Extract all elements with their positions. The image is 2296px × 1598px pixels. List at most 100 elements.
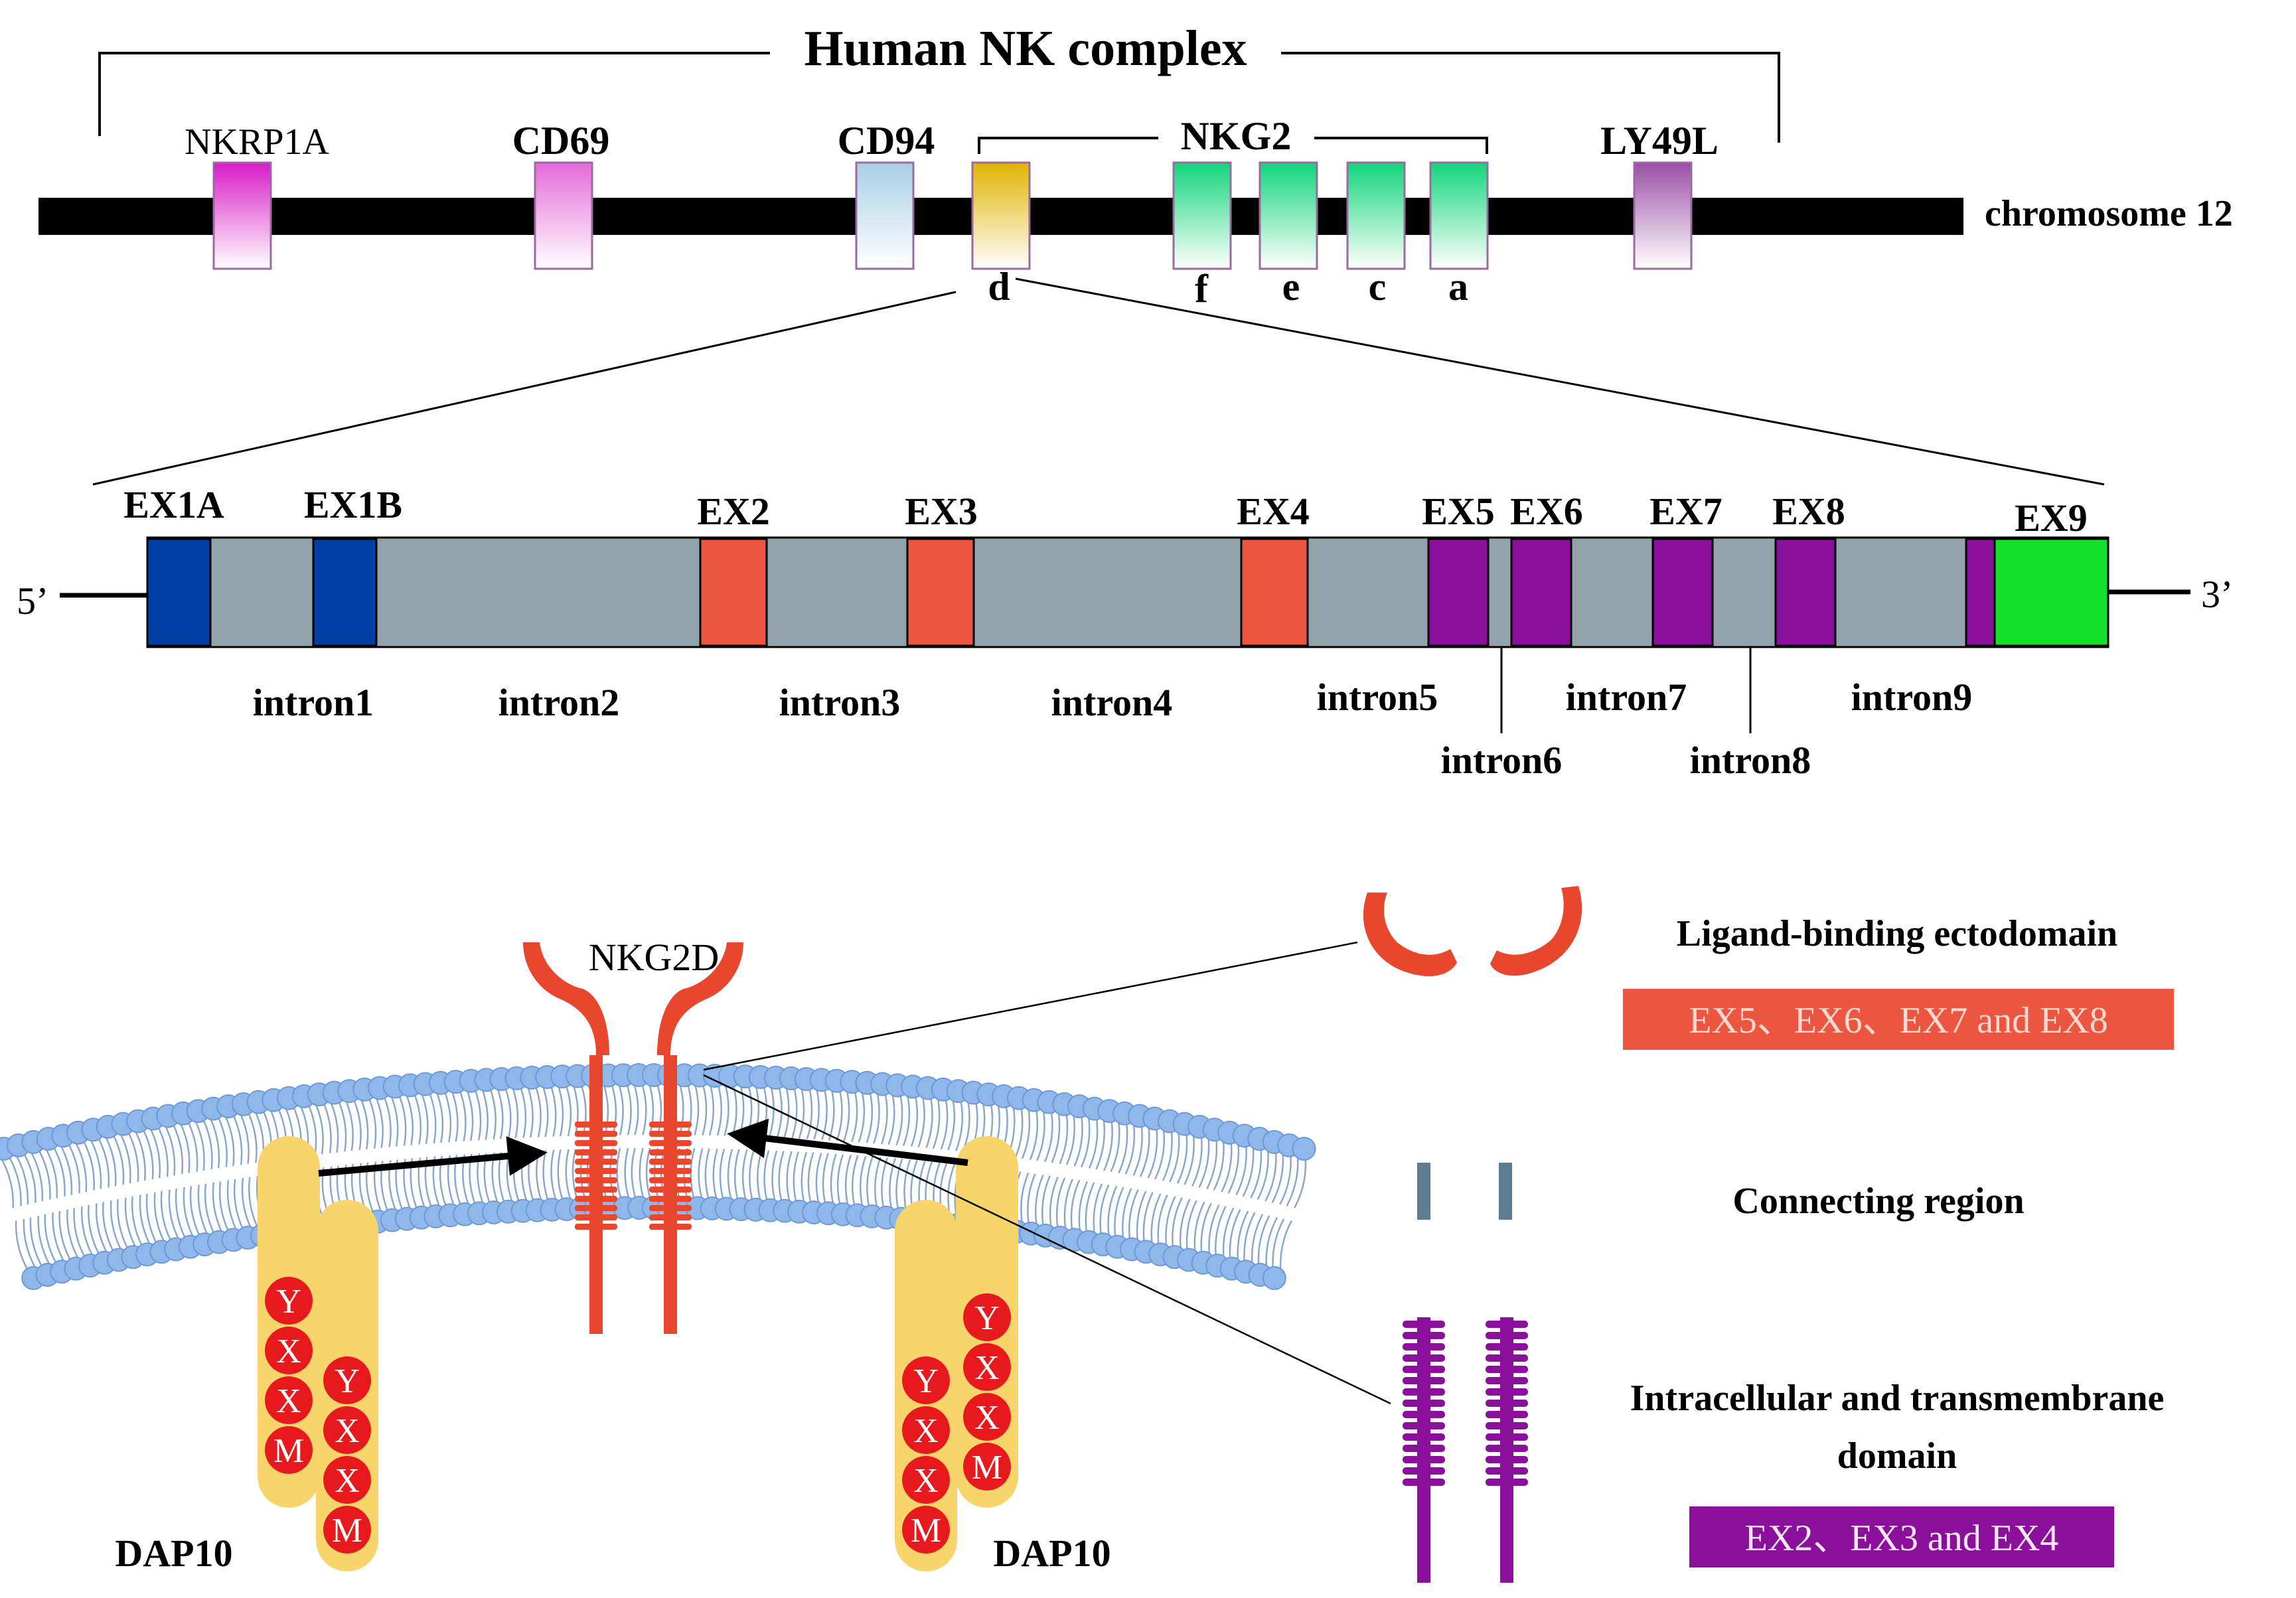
lipid-tail xyxy=(1250,1149,1263,1198)
lipid-tail xyxy=(139,1195,151,1244)
lipid-tail xyxy=(1095,1120,1106,1170)
intron-label-8: intron8 xyxy=(1690,739,1811,782)
lipid-tail xyxy=(90,1140,102,1189)
lipid-tail xyxy=(1103,1122,1113,1171)
exon-box-ex5 xyxy=(1427,538,1490,647)
gene-label-nkrp1a: NKRP1A xyxy=(185,121,329,163)
exon-box-ex7 xyxy=(1651,538,1714,647)
lipid-tail xyxy=(1,1159,15,1208)
lipid-tail xyxy=(1139,1128,1150,1177)
lipid-tail xyxy=(475,1090,482,1141)
motif-letter: X xyxy=(913,1462,939,1500)
intra-exons-box xyxy=(1689,1506,2114,1567)
lipid-tail xyxy=(719,1148,726,1198)
lipid-tail xyxy=(1154,1131,1166,1180)
lipid-tail xyxy=(1059,1115,1069,1165)
lipid-tail xyxy=(616,1147,622,1198)
lipid-tail xyxy=(1041,1175,1051,1225)
lipid-tail xyxy=(1229,1208,1241,1258)
ligand-cup-right xyxy=(1490,886,1582,976)
intron-label-7: intron7 xyxy=(1566,676,1687,719)
lipid-tail xyxy=(376,1098,384,1148)
intra-tm-ring xyxy=(1486,1479,1528,1486)
lipid-tail xyxy=(572,1149,578,1198)
lipid-tail xyxy=(641,1085,647,1135)
intra-tm-ring xyxy=(1486,1377,1528,1384)
lipid-tail xyxy=(955,1102,964,1151)
lipid-tail xyxy=(189,1186,200,1235)
nkg2d-label: NKG2D xyxy=(589,936,720,979)
lipid-tail xyxy=(240,1115,250,1164)
ligand-cup-left xyxy=(1363,893,1457,977)
lipid-tail xyxy=(1073,1117,1083,1167)
intron-label-4: intron4 xyxy=(1051,681,1173,724)
exon-label-ex9: EX9 xyxy=(2015,496,2088,540)
exon-label-ex3: EX3 xyxy=(905,490,978,533)
intra-tm-ring xyxy=(1486,1433,1528,1441)
ligand-binding-icon xyxy=(1363,886,1582,977)
three-prime-label: 3’ xyxy=(2201,573,2233,616)
lipid-tail xyxy=(331,1103,339,1153)
lipid-tail xyxy=(631,1147,637,1198)
nk-complex-title: Human NK complex xyxy=(804,21,1247,76)
lipid-head xyxy=(1292,1136,1316,1161)
lipid-tail xyxy=(248,1177,258,1226)
lipid-tail xyxy=(889,1158,897,1208)
exon-box-ex1b xyxy=(312,538,378,647)
intra-title-line1: Intracellular and transmembrane xyxy=(1630,1378,2165,1419)
lipid-tail xyxy=(16,1156,29,1205)
lipid-tail xyxy=(843,1092,850,1141)
lipid-tail xyxy=(1176,1135,1188,1184)
nkg2d-tail xyxy=(664,1122,677,1334)
lipid-tail xyxy=(143,1130,154,1180)
lipid-tail xyxy=(698,1148,704,1198)
lipid-tail xyxy=(1136,1191,1147,1240)
lipid-tail xyxy=(98,1139,110,1188)
lipid-tail xyxy=(1051,1114,1061,1163)
exon-boxes xyxy=(146,538,2109,647)
lipid-tail xyxy=(120,1134,131,1184)
lipid-tail xyxy=(535,1088,542,1137)
intra-tm-ring xyxy=(1403,1467,1445,1475)
lipid-tail xyxy=(58,1210,71,1260)
lipid-tail xyxy=(153,1192,165,1242)
lipid-tail xyxy=(1142,1192,1154,1241)
lipid-tail xyxy=(308,1106,317,1155)
lipid-tail xyxy=(175,1188,186,1238)
lipid-tail xyxy=(542,1087,549,1137)
lipid-tail xyxy=(550,1149,557,1199)
exon-box-ex8 xyxy=(1774,538,1837,647)
lipid-tail xyxy=(204,1183,214,1233)
lipid-tail xyxy=(110,1200,121,1250)
intra-exons-text: EX2、EX3 and EX4 xyxy=(1745,1518,2059,1559)
lipid-tail xyxy=(1191,1137,1203,1187)
lipid-tail xyxy=(233,1116,243,1165)
gene-box-nkrp1a xyxy=(212,161,272,270)
motif-letter: X xyxy=(974,1399,1000,1437)
motif-residue xyxy=(963,1443,1011,1490)
motif-residue xyxy=(902,1406,950,1454)
lipid-tail xyxy=(1055,1177,1066,1227)
lipid-tail xyxy=(225,1117,235,1167)
lipid-tail xyxy=(406,1096,414,1145)
motif-letter: M xyxy=(332,1512,362,1550)
lipid-tail xyxy=(1021,1110,1031,1159)
lipid-tail xyxy=(1172,1197,1183,1246)
lipid-tail xyxy=(558,1086,564,1137)
lipid-tail xyxy=(1235,1147,1247,1196)
lipid-tail xyxy=(1049,1177,1059,1226)
lipid-tail xyxy=(345,1102,354,1151)
lipid-tail xyxy=(218,1118,228,1167)
lipid-tail xyxy=(633,1085,639,1135)
lipid-tail xyxy=(360,1100,369,1150)
motif-letter: X xyxy=(335,1412,360,1450)
gene-label-cd69: CD69 xyxy=(512,119,610,163)
lipid-tail xyxy=(1215,1206,1227,1255)
lipid-tail xyxy=(903,1159,911,1209)
gene-box-c xyxy=(1346,161,1406,270)
lipid-tail xyxy=(1286,1158,1299,1206)
intra-tm-ring xyxy=(1403,1445,1445,1452)
motif-letter: M xyxy=(911,1512,941,1550)
lipid-tail xyxy=(828,1091,835,1141)
lipid-tail xyxy=(173,1125,184,1175)
